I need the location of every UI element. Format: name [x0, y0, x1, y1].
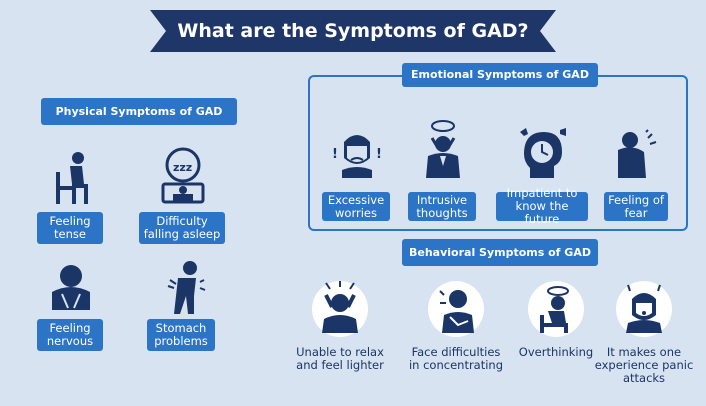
feeling-of-fear-icon [612, 129, 660, 184]
panic-attacks-label: It makes one experience panic attacks [594, 345, 694, 385]
difficulty-concentrating-label: Face difficulties in concentrating [408, 345, 504, 372]
behavioral-heading: Behavioral Symptoms of GAD [402, 239, 598, 266]
svg-text:zzz: zzz [173, 161, 192, 174]
overthinking-icon [528, 281, 584, 337]
feeling-tense-label: Feeling tense [37, 212, 103, 244]
feeling-nervous-icon [46, 264, 96, 318]
difficulty-sleeping-icon: zzz [158, 147, 208, 210]
difficulty-sleeping-label: Difficulty falling asleep [139, 212, 225, 244]
impatient-future-label: Impatient to know the future [496, 187, 588, 226]
svg-text:!: ! [376, 147, 382, 162]
title-banner: What are the Symptoms of GAD? [150, 10, 556, 52]
feeling-of-fear-label: Feeling of fear [604, 192, 668, 221]
panic-attacks-icon [616, 281, 672, 337]
unable-to-relax-icon [312, 281, 368, 337]
stomach-problems-label: Stomach problems [147, 319, 215, 351]
banner-ribbon-shape [150, 10, 556, 52]
excessive-worries-label: Excessive worries [322, 192, 390, 221]
overthinking-label: Overthinking [518, 345, 594, 359]
intrusive-thoughts-label: Intrusive thoughts [408, 192, 476, 221]
emotional-heading: Emotional Symptoms of GAD [402, 63, 598, 87]
difficulty-concentrating-icon [428, 281, 484, 337]
unable-to-relax-label: Unable to relax and feel lighter [296, 345, 384, 372]
physical-heading: Physical Symptoms of GAD [41, 98, 237, 125]
svg-text:!: ! [332, 147, 338, 162]
page-title: What are the Symptoms of GAD? [177, 20, 529, 42]
feeling-tense-icon [48, 150, 100, 210]
impatient-future-icon [514, 124, 570, 184]
stomach-problems-icon [160, 260, 208, 320]
feeling-nervous-label: Feeling nervous [37, 319, 103, 351]
excessive-worries-icon: ! ! [332, 128, 382, 184]
intrusive-thoughts-icon [418, 120, 468, 184]
